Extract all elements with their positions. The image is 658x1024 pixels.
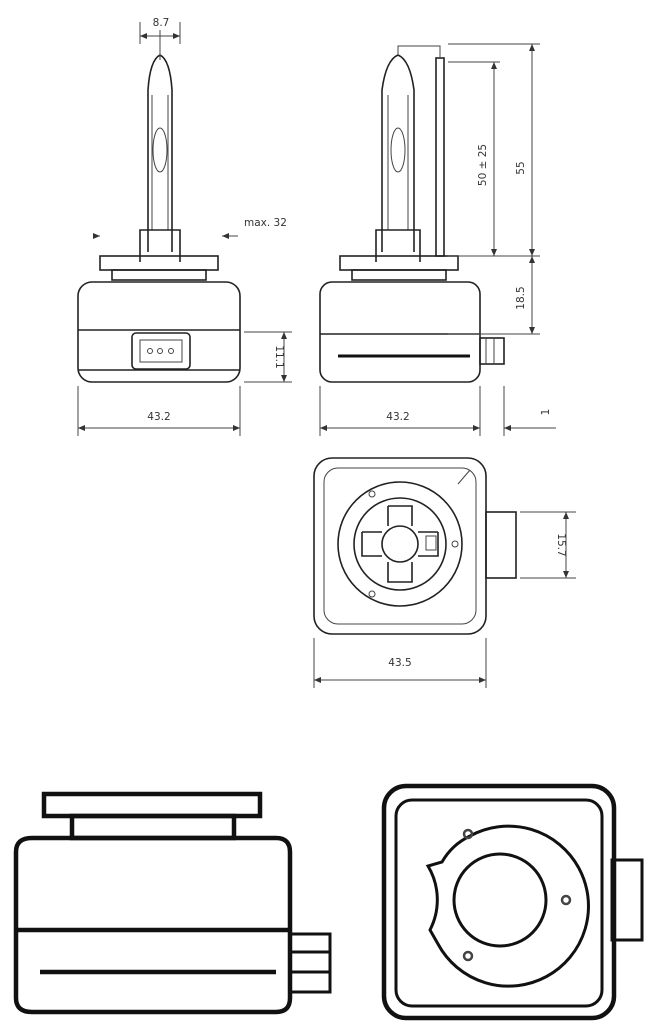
dim-pin-width: 8.7 [153,17,170,29]
side-base [319,281,481,383]
front-view: 8.7 max. 32 11.1 43.2 [77,17,292,436]
bottom-view: 15.7 43.5 [313,457,576,688]
dim-base-width-bottom: 43.5 [388,657,411,669]
side-view: 50 ± 25 55 18.5 43.2 1 [319,43,556,436]
dim-height-front: 11.1 [273,345,285,368]
bottom-base-outline [313,457,487,635]
front-base [77,281,241,383]
dim-connector-offset: 1 [540,409,552,416]
dim-max-width: max. 32 [244,217,287,229]
bottom-connector-tab [485,511,517,579]
large-side-detail [13,791,332,1015]
dim-arc-position: 50 ± 25 [477,144,489,186]
dim-connector-height: 15.7 [555,533,567,556]
front-connector [131,332,191,370]
dim-base-width-side: 43.2 [386,411,409,423]
bottom-socket-ring [337,481,463,607]
side-connector [479,337,505,365]
large-bottom-detail [381,783,644,1021]
dim-overall-length: 55 [515,161,527,174]
dim-base-width-front: 43.2 [147,411,170,423]
side-bulb-glass [381,54,415,252]
dim-base-height: 18.5 [515,286,527,309]
